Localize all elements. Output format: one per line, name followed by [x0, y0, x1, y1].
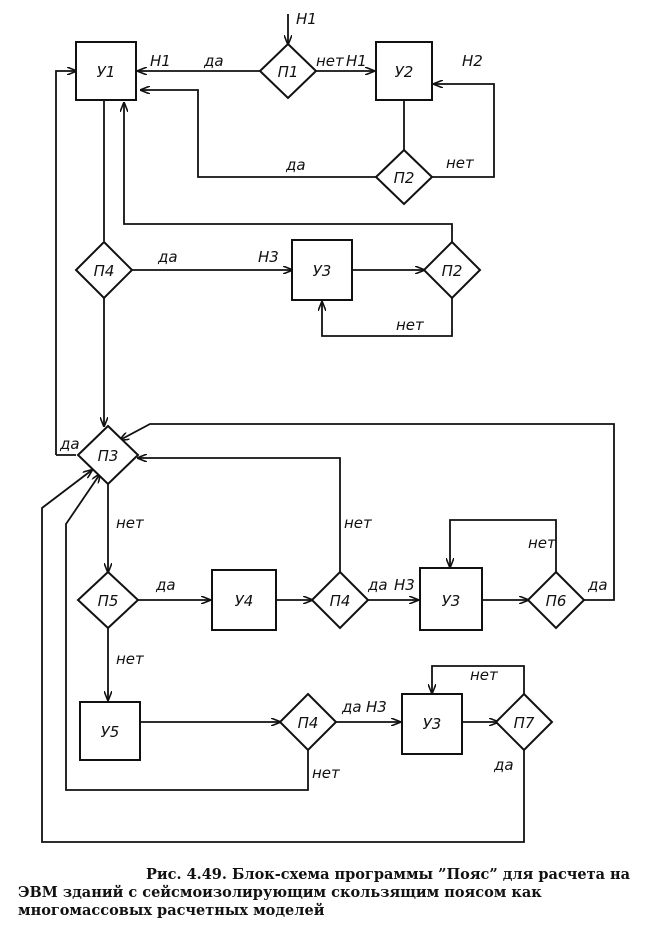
node-p2-top-label: П2	[394, 169, 415, 187]
label-da-p1: да	[203, 52, 224, 70]
label-h3-bottom: Н3	[366, 698, 387, 716]
label-da-p7: да	[493, 756, 514, 774]
node-y3-top-label: У3	[313, 262, 332, 280]
node-y1: У1	[75, 41, 137, 101]
connector-p2b-net-y3	[322, 297, 453, 337]
node-y2: У2	[375, 41, 433, 101]
node-p2-top: П2	[374, 148, 434, 206]
label-da-p4-top: да	[157, 248, 178, 266]
node-y1-label: У1	[97, 63, 116, 81]
label-h3-top: Н3	[258, 248, 279, 266]
label-h1-left: Н1	[150, 52, 171, 70]
node-p6: П6	[526, 570, 586, 630]
connector-p6-net-y3	[450, 519, 557, 572]
node-p7-label: П7	[514, 714, 535, 732]
node-p7: П7	[494, 692, 554, 752]
node-y3-bottom-label: У3	[423, 715, 442, 733]
node-y3-mid-label: У3	[442, 592, 461, 610]
label-net-p2: нет	[446, 154, 475, 172]
connector-p6-da-p3	[120, 423, 615, 601]
caption-line-3: многомассовых расчетных моделей	[18, 902, 325, 919]
connector-p4c-net-p3	[65, 474, 309, 791]
node-y5-label: У5	[101, 723, 120, 741]
node-y3-bottom: У3	[401, 693, 463, 755]
label-da-p4-bottom: да	[341, 698, 362, 716]
label-da-p3: да	[59, 435, 80, 453]
label-h1-right: Н1	[346, 52, 367, 70]
label-net-p1: нет	[316, 52, 345, 70]
label-net-p5: нет	[116, 650, 145, 668]
label-h2: Н2	[462, 52, 483, 70]
node-p3: П3	[76, 424, 140, 486]
label-da-p4-mid: да	[367, 576, 388, 594]
label-da-p6: да	[587, 576, 608, 594]
label-net-p7: нет	[470, 666, 499, 684]
node-y5: У5	[79, 701, 141, 761]
label-net-p4-mid: нет	[344, 514, 373, 532]
label-h1-top: Н1	[296, 10, 317, 28]
connector-p7-net-y3	[432, 665, 525, 694]
node-p4-mid: П4	[310, 570, 370, 630]
node-y3-top: У3	[291, 239, 353, 301]
connector-p2-net-y2	[432, 84, 495, 178]
node-y4-label: У4	[235, 592, 254, 610]
connector-p4b-net-p3	[138, 458, 341, 572]
node-p3-label: П3	[98, 447, 119, 465]
node-p5-label: П5	[98, 592, 119, 610]
label-net-p6: нет	[528, 534, 557, 552]
node-y3-mid: У3	[419, 567, 483, 631]
node-p1: П1	[258, 42, 318, 100]
node-y4: У4	[211, 569, 277, 631]
node-p4-bottom: П4	[278, 692, 338, 752]
caption-line-1: Рис. 4.49. Блок-схема программы ”Пояс” д…	[146, 866, 631, 883]
node-y2-label: У2	[395, 63, 414, 81]
node-p2-mid: П2	[422, 240, 482, 300]
caption-line-2: ЭВМ зданий с сейсмоизолирующим скользящи…	[18, 884, 542, 901]
node-p1-label: П1	[278, 63, 299, 81]
label-h3-mid: Н3	[394, 576, 415, 594]
connector-p2b-y1	[124, 103, 453, 242]
node-p4-mid-label: П4	[330, 592, 351, 610]
node-p4-bottom-label: П4	[298, 714, 319, 732]
label-net-p3: нет	[116, 514, 145, 532]
node-p5: П5	[76, 570, 140, 630]
label-net-p2-mid: нет	[396, 316, 425, 334]
label-da-p5: да	[155, 576, 176, 594]
connector-return-y1	[55, 71, 76, 455]
node-p2-mid-label: П2	[442, 262, 463, 280]
connector-p2-da-y1	[141, 90, 376, 178]
figure-caption: Рис. 4.49. Блок-схема программы ”Пояс” д…	[18, 866, 658, 920]
node-p4-top-label: П4	[94, 262, 115, 280]
label-da-p2: да	[285, 156, 306, 174]
connector-p7-da-p3	[41, 470, 525, 843]
node-p6-label: П6	[546, 592, 567, 610]
node-p4-top: П4	[74, 240, 134, 300]
label-net-p4-bottom: нет	[312, 764, 341, 782]
